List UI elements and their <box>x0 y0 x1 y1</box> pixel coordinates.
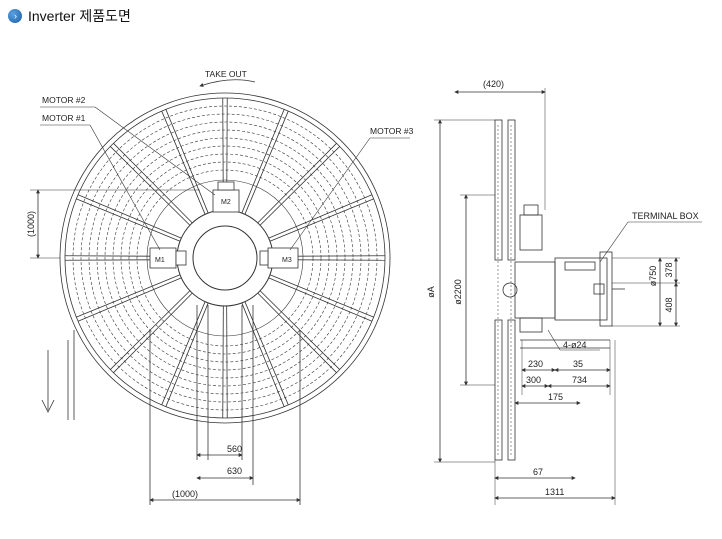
wire-ring <box>128 161 322 355</box>
main-motor-cap <box>599 251 613 327</box>
flange-left-top <box>494 119 503 261</box>
spoke <box>113 292 193 373</box>
spoke <box>244 110 289 215</box>
spoke <box>244 301 289 406</box>
motor2-label: MOTOR #2 <box>42 95 86 105</box>
spoke <box>77 277 182 322</box>
m3-label: M3 <box>282 257 292 264</box>
dim-560: 560 <box>227 444 242 454</box>
hub-ring <box>176 209 274 307</box>
terminal-box-label: TERMINAL BOX <box>632 211 699 221</box>
drum-outer-rim <box>59 92 391 424</box>
spoke <box>241 109 285 214</box>
m2-label: M2 <box>221 199 231 206</box>
motor3-label: MOTOR #3 <box>370 126 414 136</box>
leader-bolts <box>547 329 561 351</box>
spoke <box>76 274 181 318</box>
wire-ring <box>120 153 330 363</box>
leader-motor3 <box>289 137 371 251</box>
spoke <box>269 274 374 318</box>
dim-734: 734 <box>572 375 587 385</box>
dim-408: 408 <box>664 297 674 312</box>
spoke <box>77 194 182 239</box>
chevron-right-icon: › <box>8 9 22 23</box>
spoke <box>257 292 337 373</box>
front-view <box>30 79 410 505</box>
dim-phiA: øA <box>426 286 436 298</box>
spoke <box>268 194 373 239</box>
leader-motor1 <box>89 124 161 251</box>
terminal-box <box>564 261 596 271</box>
wire-ring <box>104 137 346 379</box>
motor1-label: MOTOR #1 <box>42 113 86 123</box>
page-title: Inverter 제품도면 <box>28 8 131 24</box>
m1-label: M1 <box>155 257 165 264</box>
leader-motor2 <box>94 106 216 196</box>
wire-ring <box>72 105 378 411</box>
motor-3-cap <box>259 250 269 266</box>
spoke <box>113 143 193 224</box>
side-motor-top <box>519 214 543 251</box>
wire-ring <box>136 169 314 347</box>
flange-right-top <box>507 119 516 261</box>
dim-230: 230 <box>528 359 543 369</box>
dim-bottom-width: (1000) <box>172 489 198 499</box>
spoke <box>165 109 209 214</box>
spoke <box>257 143 337 224</box>
flange-left-bottom <box>494 319 503 461</box>
spoke <box>269 198 374 242</box>
drum-spokes <box>65 98 385 418</box>
wire-ring <box>88 121 362 395</box>
dim-1311: 1311 <box>545 487 564 497</box>
dim-phi750: ø750 <box>648 266 658 287</box>
spoke <box>268 277 373 322</box>
hub-center <box>192 225 258 291</box>
page-header: › Inverter 제품도면 <box>8 6 131 26</box>
drum-outer-rim-inner <box>64 97 386 419</box>
wire-ring <box>80 113 370 403</box>
take-out-arrow-icon <box>199 79 256 87</box>
side-view <box>434 88 702 505</box>
dim-420: (420) <box>483 79 504 89</box>
spoke <box>161 301 206 406</box>
motor-2-cap <box>217 181 235 191</box>
main-motor-body <box>554 257 608 321</box>
dim-35: 35 <box>573 359 583 369</box>
motor-1-cap <box>175 250 187 266</box>
wire-ring <box>96 129 354 387</box>
side-view-labels: (420) øA ø2200 TERMINAL BOX ø750 378 408… <box>426 79 699 497</box>
leader-terminal-box <box>599 221 629 263</box>
spoke <box>241 302 285 407</box>
arrow-down-icon <box>41 399 55 413</box>
side-motor-bottom <box>519 317 543 333</box>
spoke <box>76 198 181 242</box>
dim-left-height: (1000) <box>26 211 36 237</box>
side-motor-top-cap <box>523 204 539 216</box>
inner-flange <box>146 179 304 337</box>
shaft-end <box>502 282 518 298</box>
take-out-label: TAKE OUT <box>205 69 247 79</box>
flange-right-bottom <box>507 319 516 461</box>
dim-378: 378 <box>664 262 674 277</box>
gearbox <box>514 261 556 319</box>
spoke <box>161 110 206 215</box>
spoke <box>259 146 340 226</box>
drum-wire-rings <box>72 105 378 411</box>
bolts-label: 4-ø24 <box>563 340 587 350</box>
dim-300: 300 <box>526 375 541 385</box>
spoke <box>222 305 224 418</box>
dim-phi2200: ø2200 <box>453 279 463 305</box>
spoke <box>110 146 191 226</box>
dim-67: 67 <box>533 467 543 477</box>
wire-ring <box>112 145 338 371</box>
front-view-labels: TAKE OUT MOTOR #2 MOTOR #1 MOTOR #3 M2 M… <box>26 69 414 499</box>
dim-175: 175 <box>548 392 563 402</box>
spoke <box>165 302 209 407</box>
dim-630: 630 <box>227 466 242 476</box>
spoke <box>226 305 228 418</box>
